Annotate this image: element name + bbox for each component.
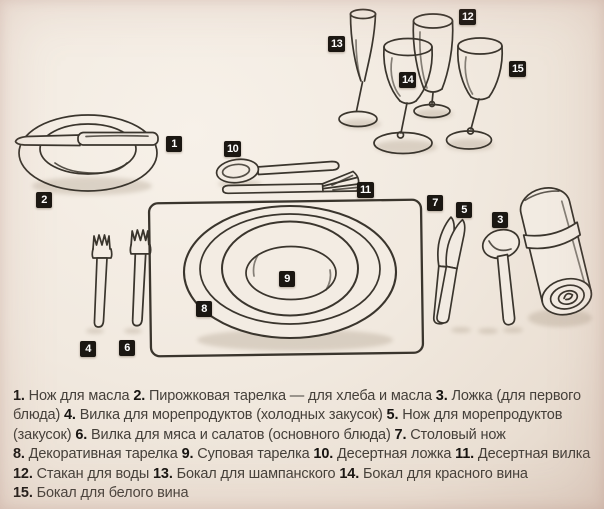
legend-item-text: Бокал для белого вина xyxy=(32,485,189,502)
marker-11: 11 xyxy=(357,182,374,198)
napkin-roll xyxy=(519,187,593,316)
legend-text: 1. Нож для масла 2. Пирожковая тарелка —… xyxy=(13,387,599,503)
legend-item-text: Десертная ложка xyxy=(333,446,456,463)
marker-4: 4 xyxy=(80,341,96,357)
marker-1: 1 xyxy=(166,136,182,152)
placemat xyxy=(147,198,425,358)
legend-item-text: Декоративная тарелка xyxy=(24,446,182,463)
legend-item-text: Нож для морепродуктов (закусок) xyxy=(13,407,563,443)
legend-item-text: Нож для масла xyxy=(24,388,134,404)
legend-item-number: 6. xyxy=(75,426,88,443)
butter-knife xyxy=(14,131,159,147)
legend-item-number: 4. xyxy=(64,407,76,424)
seafood-knife xyxy=(436,218,466,324)
legend-item-number: 10. xyxy=(313,446,334,463)
table-setting-illustration xyxy=(14,8,593,358)
soup-plate xyxy=(221,220,359,317)
legend-item-number: 8. xyxy=(13,446,25,463)
legend-item-number: 7. xyxy=(394,426,407,443)
legend-item-number: 2. xyxy=(133,388,146,404)
marker-15: 15 xyxy=(509,61,527,77)
marker-10: 10 xyxy=(224,141,242,157)
legend-item-number: 1. xyxy=(13,388,25,404)
legend-item-text: Пирожковая тарелка — для хлеба и масла xyxy=(145,388,436,404)
red-wine-glass xyxy=(373,37,434,155)
marker-7: 7 xyxy=(427,195,443,211)
legend-item-text: Стакан для воды xyxy=(32,465,153,482)
marker-13: 13 xyxy=(328,36,346,52)
marker-2: 2 xyxy=(36,192,52,208)
legend-item-text: Столовый нож xyxy=(406,426,506,443)
legend-item-text: Бокал для красного вина xyxy=(359,465,528,482)
legend-item-text: Бокал для шампанского xyxy=(172,465,340,482)
legend-item-number: 9. xyxy=(181,446,194,463)
marker-12: 12 xyxy=(459,9,477,25)
meat-fork xyxy=(129,229,152,327)
marker-5: 5 xyxy=(456,202,472,218)
seafood-fork xyxy=(91,234,113,328)
water-glass xyxy=(412,13,454,119)
marker-8: 8 xyxy=(196,301,212,317)
champagne-glass xyxy=(338,8,378,128)
marker-9: 9 xyxy=(279,271,295,287)
legend-item-text: Ложка (для первого блюда) xyxy=(13,388,581,424)
legend-item-number: 15. xyxy=(13,485,33,502)
marker-3: 3 xyxy=(492,212,508,228)
legend-item-number: 11. xyxy=(455,446,475,463)
white-wine-glass xyxy=(445,37,504,150)
marker-6: 6 xyxy=(119,340,135,356)
legend-item-text: Вилка для мяса и салатов (основного блюд… xyxy=(87,426,395,443)
legend-item-number: 5. xyxy=(386,407,399,424)
legend-item-number: 12. xyxy=(13,465,33,482)
soup-spoon xyxy=(481,228,521,326)
legend-item-number: 14. xyxy=(339,465,360,482)
legend-item-text: Десертная вилка xyxy=(474,446,591,463)
legend-item-text: Вилка для морепродуктов (холодных закусо… xyxy=(75,407,387,424)
marker-14: 14 xyxy=(399,72,417,88)
legend-item-number: 3. xyxy=(435,388,448,404)
legend-item-number: 13. xyxy=(152,465,173,482)
bread-plate xyxy=(18,114,158,192)
legend-item-text: Суповая тарелка xyxy=(193,446,314,463)
dessert-spoon xyxy=(215,158,340,184)
